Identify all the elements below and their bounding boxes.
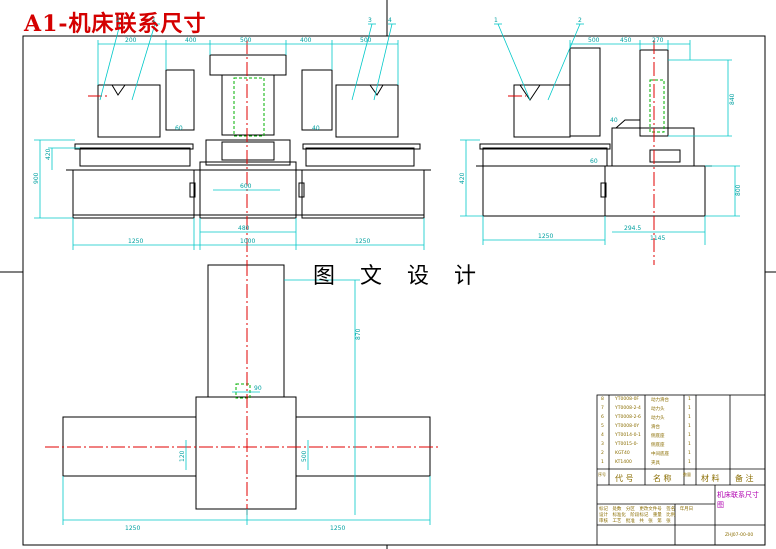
title-block: 机床联系尺寸图 ZHJ07-00-00 标记 处数 分区 更改文件号 签名 年月… <box>597 485 765 545</box>
side-slide <box>482 147 608 167</box>
right-slide <box>305 147 415 167</box>
drawing-number: ZHJ07-00-00 <box>725 533 754 538</box>
right-power-head <box>335 84 399 138</box>
table-row: 5 YT0008-0Y 滑台 1 <box>601 424 691 430</box>
plan-fixture-column <box>207 264 285 398</box>
side-power-head <box>513 84 571 138</box>
table-row: 1 KT1400 夹具 1 <box>601 460 691 466</box>
plan-center-base <box>195 396 297 510</box>
plan-view <box>45 262 440 525</box>
side-base <box>482 165 606 217</box>
parts-table: 8 YT0008-0F 动力滑台 1 7 YT0008-2-4 动力头 1 6 … <box>597 395 765 469</box>
table-row: 8 YT0008-0F 动力滑台 1 <box>601 397 691 403</box>
table-row: 6 YT0008-2-6 动力头 1 <box>601 415 691 421</box>
left-slide <box>79 147 191 167</box>
parts-table-header: 序号 代 号 名 称 数量 材 料 备 注 <box>598 472 754 483</box>
drawing-name: 机床联系尺寸图 <box>717 491 759 509</box>
drawing-title: A1-机床联系尺寸 <box>24 11 207 37</box>
fixture <box>209 54 287 76</box>
left-power-head <box>97 84 161 138</box>
front-view <box>34 23 431 265</box>
right-side-base <box>301 169 425 219</box>
parts-table-grid <box>596 394 766 546</box>
side-view <box>460 23 740 265</box>
table-row: 4 YT0014-0-1 侧底座 1 <box>601 433 691 439</box>
table-row: 7 YT0008-2-4 动力头 1 <box>601 406 691 412</box>
table-row: 2 KGT40 中间底座 1 <box>601 451 691 457</box>
table-row: 3 YT0015-0- 侧底座 1 <box>601 442 691 448</box>
left-side-base <box>72 169 195 219</box>
center-base <box>199 161 297 219</box>
watermark-text: 图 文 设 计 <box>313 264 485 289</box>
